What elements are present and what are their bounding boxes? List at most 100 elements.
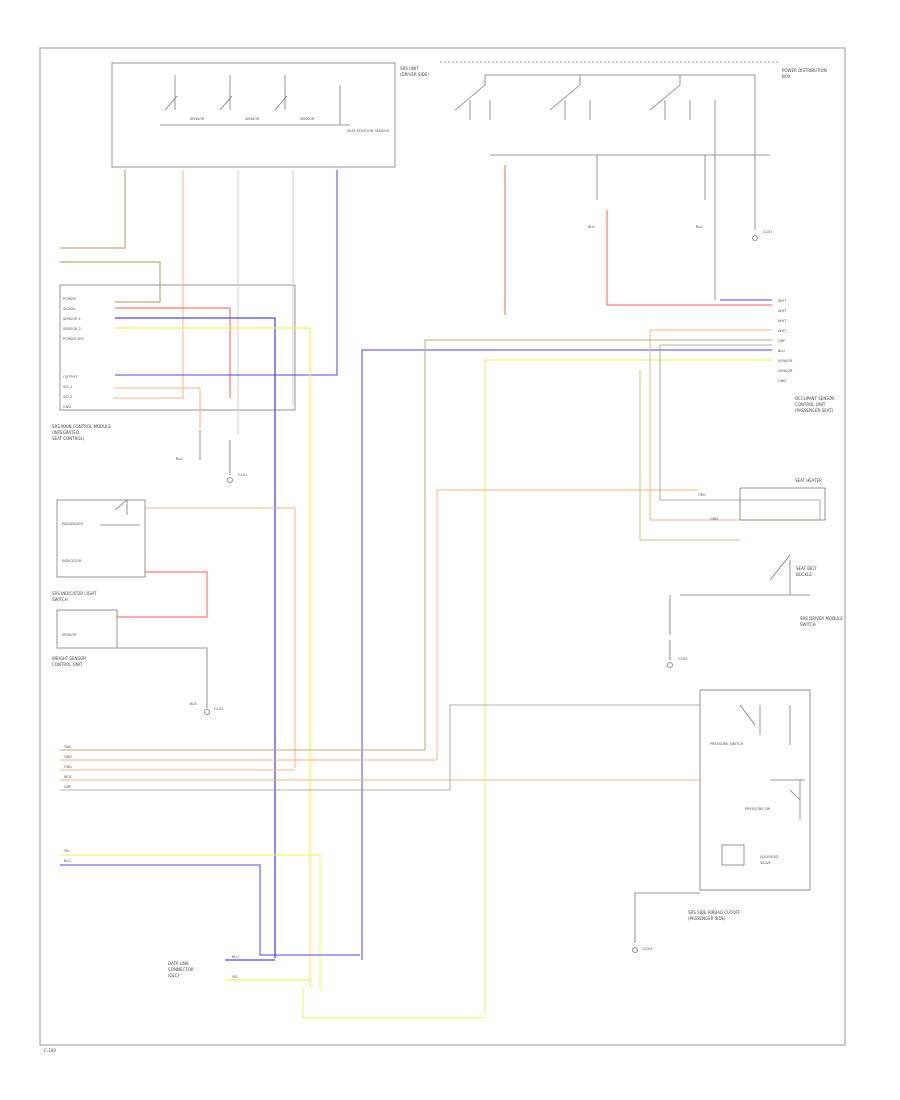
- svg-text:ORG: ORG: [64, 765, 72, 769]
- wire-red-right: [504, 165, 772, 315]
- svg-text:BLK: BLK: [588, 225, 595, 229]
- svg-text:WHT: WHT: [778, 319, 787, 323]
- srs-unit-top-block: SRS UNIT (DRIVER SIDE) SEAT POSITION SEN…: [111, 62, 429, 168]
- wire-blue-mid: [361, 349, 772, 960]
- weight-sensor-block: SENSOR WEIGHT SENSOR CONTROL UNIT G102 B…: [52, 609, 223, 715]
- occupant-sensor-connector: WHT WHT WHT WHT GRY BLU SENSOR SENSOR GN…: [778, 299, 835, 413]
- svg-text:CONTROL UNIT: CONTROL UNIT: [52, 662, 83, 667]
- svg-text:BLU: BLU: [778, 349, 785, 353]
- svg-text:GND: GND: [778, 379, 786, 383]
- svg-text:WHT: WHT: [778, 309, 787, 313]
- srs-indicator-switch: PASSENGER INDICATOR SRS INDICATOR LIGHT …: [52, 499, 146, 602]
- svg-text:WHT: WHT: [778, 299, 787, 303]
- svg-text:OCCUPANT SENSOR: OCCUPANT SENSOR: [795, 396, 835, 401]
- srs-main-control-module: SRS MAIN CONTROL MODULE (INTEGRATED SEAT…: [52, 284, 296, 441]
- wire-orange-mid3: [639, 370, 740, 541]
- svg-text:CONTROL UNIT: CONTROL UNIT: [795, 402, 826, 407]
- data-link-connector: YEL BLU BLU YEL DATA LINK CONNECTOR (DLC…: [60, 849, 485, 1019]
- svg-text:VALVE: VALVE: [760, 861, 771, 865]
- svg-text:GRN: GRN: [710, 517, 718, 521]
- svg-text:SENSOR: SENSOR: [62, 633, 77, 637]
- svg-text:SRS UNIT: SRS UNIT: [400, 66, 419, 71]
- wire-red-1: [115, 307, 231, 398]
- svg-text:POWER SRS: POWER SRS: [63, 337, 85, 341]
- svg-text:SRS MAIN CONTROL MODULE: SRS MAIN CONTROL MODULE: [52, 424, 111, 429]
- power-distribution-block: POWER DISTRIBUTION BOX G201 BLK BLK: [440, 61, 827, 300]
- svg-text:RED: RED: [64, 775, 72, 779]
- svg-text:INDICATOR: INDICATOR: [62, 559, 82, 563]
- svg-text:YEL: YEL: [64, 849, 70, 853]
- wire-red-left: [117, 571, 208, 618]
- svg-text:BLK: BLK: [696, 225, 703, 229]
- svg-text:CONNECTOR: CONNECTOR: [168, 967, 194, 972]
- svg-text:SENSOR: SENSOR: [190, 117, 205, 121]
- svg-text:ORG: ORG: [64, 755, 72, 759]
- svg-text:SEAT HEATER: SEAT HEATER: [795, 478, 822, 483]
- wire-orange-2: [115, 387, 201, 428]
- wire-yellow-1: [115, 327, 311, 988]
- wire-blue-2: [115, 317, 276, 958]
- svg-text:SENSOR: SENSOR: [245, 117, 260, 121]
- wire-tan-1: [60, 170, 126, 249]
- wire-tan-mid: [424, 339, 772, 750]
- svg-text:GRY: GRY: [64, 785, 72, 789]
- svg-text:SEAT CONTROL): SEAT CONTROL): [52, 436, 85, 441]
- svg-text:BLU: BLU: [64, 859, 71, 863]
- svg-text:G101: G101: [238, 473, 247, 477]
- svg-text:SIG 2: SIG 2: [63, 395, 72, 399]
- wire-tan-2: [60, 261, 161, 303]
- svg-text:PASSENGER: PASSENGER: [62, 522, 83, 526]
- svg-text:TAN: TAN: [63, 745, 71, 749]
- svg-text:SEAT BELT: SEAT BELT: [796, 566, 817, 571]
- page-label: C-100: [44, 1048, 56, 1053]
- svg-text:GND: GND: [63, 405, 71, 409]
- svg-text:SEAT POSITION SENSOR: SEAT POSITION SENSOR: [347, 129, 390, 133]
- ground-left-1: G101 BLK: [176, 430, 247, 483]
- srs-driver-module-switch: G202 SRS DRIVER MODULE SWITCH SEAT BELT …: [667, 554, 843, 668]
- svg-text:BLK: BLK: [190, 702, 197, 706]
- wire-yellow-mid: [484, 359, 772, 1015]
- svg-text:G202: G202: [678, 657, 687, 661]
- svg-text:SENSOR: SENSOR: [778, 359, 793, 363]
- svg-text:SENSOR 2: SENSOR 2: [63, 327, 81, 331]
- svg-text:PRESSURE SW: PRESSURE SW: [745, 807, 771, 811]
- svg-text:SIG 1: SIG 1: [63, 385, 72, 389]
- svg-text:BUCKLE: BUCKLE: [796, 572, 812, 577]
- diagram-frame: [39, 47, 846, 1046]
- wire-orange-mid2: [649, 329, 820, 521]
- svg-text:SIGNAL: SIGNAL: [63, 307, 76, 311]
- svg-text:SENSOR 1: SENSOR 1: [63, 317, 81, 321]
- svg-text:SOLENOID: SOLENOID: [760, 855, 779, 859]
- svg-text:(DRIVER SIDE): (DRIVER SIDE): [400, 72, 429, 77]
- svg-text:(DLC): (DLC): [168, 973, 180, 978]
- srs-side-airbag-cutoff: PRESSURE SWITCH PRESSURE SW SOLENOID VAL…: [632, 689, 811, 953]
- svg-text:DATA LINK: DATA LINK: [168, 961, 189, 966]
- svg-text:G102: G102: [214, 707, 223, 711]
- wire-orange-left: [145, 507, 296, 768]
- seat-heater-block: SEAT HEATER ORG GRN: [698, 478, 826, 521]
- svg-text:GRY: GRY: [778, 339, 786, 343]
- svg-text:SRS SIDE AIRBAG CUTOFF: SRS SIDE AIRBAG CUTOFF: [688, 910, 741, 915]
- svg-text:BLU: BLU: [232, 955, 239, 959]
- svg-text:SRS DRIVER MODULE: SRS DRIVER MODULE: [800, 616, 843, 621]
- svg-text:ORG: ORG: [698, 493, 706, 497]
- svg-text:SENSOR: SENSOR: [300, 117, 315, 121]
- svg-text:OUTPUT: OUTPUT: [63, 375, 78, 379]
- svg-text:SWITCH: SWITCH: [800, 622, 816, 627]
- svg-text:SENSOR: SENSOR: [778, 369, 793, 373]
- svg-text:G203: G203: [643, 947, 652, 951]
- wire-orange-1: [113, 170, 184, 399]
- svg-text:POWER: POWER: [63, 297, 77, 301]
- svg-text:POWER DISTRIBUTION: POWER DISTRIBUTION: [782, 68, 827, 73]
- svg-text:BLK: BLK: [176, 457, 183, 461]
- svg-text:YEL: YEL: [232, 975, 238, 979]
- svg-text:BOX: BOX: [782, 74, 791, 79]
- svg-text:PRESSURE SWITCH: PRESSURE SWITCH: [710, 742, 744, 746]
- svg-text:G201: G201: [763, 230, 772, 234]
- wire-blue-1: [115, 170, 338, 376]
- svg-text:(INTEGRATED: (INTEGRATED: [52, 430, 79, 435]
- wire-orange-mid: [436, 489, 697, 760]
- svg-text:SWITCH: SWITCH: [52, 597, 68, 602]
- svg-text:WHT: WHT: [778, 329, 787, 333]
